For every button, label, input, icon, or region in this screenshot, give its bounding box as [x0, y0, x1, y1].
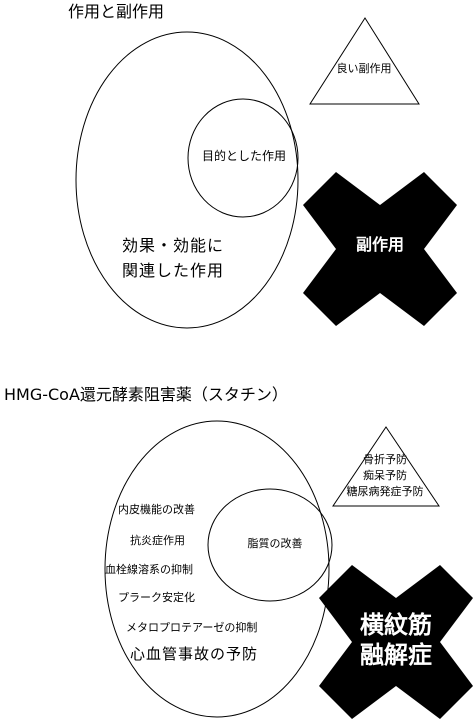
inner-ellipse-1 [187, 98, 299, 218]
triangle-2 [332, 426, 440, 507]
diagram1-title: 作用と副作用 [68, 2, 165, 21]
triangle-1 [309, 17, 420, 105]
triangle-line-1: 骨折予防 [363, 453, 407, 466]
efficacy-label-line2: 関連した作用 [122, 261, 225, 280]
x-line-1: 横紋筋 [360, 610, 432, 639]
x-line-2: 融解症 [360, 640, 432, 669]
rhabdomyolysis-x-label: 横紋筋 融解症 [316, 610, 476, 670]
effect-item-5: メタロプロテアーゼの抑制 [126, 621, 258, 634]
efficacy-label-line1: 効果・効能に [122, 236, 225, 255]
side-effect-x-label: 副作用 [355, 235, 404, 254]
effect-item-4: プラーク安定化 [118, 591, 195, 604]
effect-item-2: 抗炎症作用 [130, 534, 185, 547]
triangle-line-3: 糖尿病発症予防 [346, 485, 424, 498]
outer-ellipse-2 [104, 420, 330, 718]
lipid-improvement-label: 脂質の改善 [247, 537, 303, 550]
effect-item-1: 内皮機能の改善 [118, 503, 195, 516]
outer-ellipse-1 [75, 31, 299, 329]
effect-item-3: 血栓線溶系の抑制 [105, 563, 193, 576]
intended-action-label: 目的とした作用 [201, 149, 286, 163]
efficacy-label: 効果・効能に 関連した作用 [122, 233, 224, 283]
diagram2-title: HMG-CoA還元酵素阻害薬（スタチン） [4, 385, 288, 404]
x-mark-1 [303, 172, 457, 326]
triangle-line-2: 痴呆予防 [363, 469, 407, 482]
inner-ellipse-2 [207, 488, 333, 602]
cardiovascular-prevention-label: 心血管事故の予防 [130, 645, 259, 663]
x-mark-2 [319, 565, 473, 719]
pleiotropic-triangle-label: 骨折予防 痴呆予防 糖尿病発症予防 [334, 452, 436, 500]
good-side-effect-label: 良い副作用 [336, 62, 392, 75]
